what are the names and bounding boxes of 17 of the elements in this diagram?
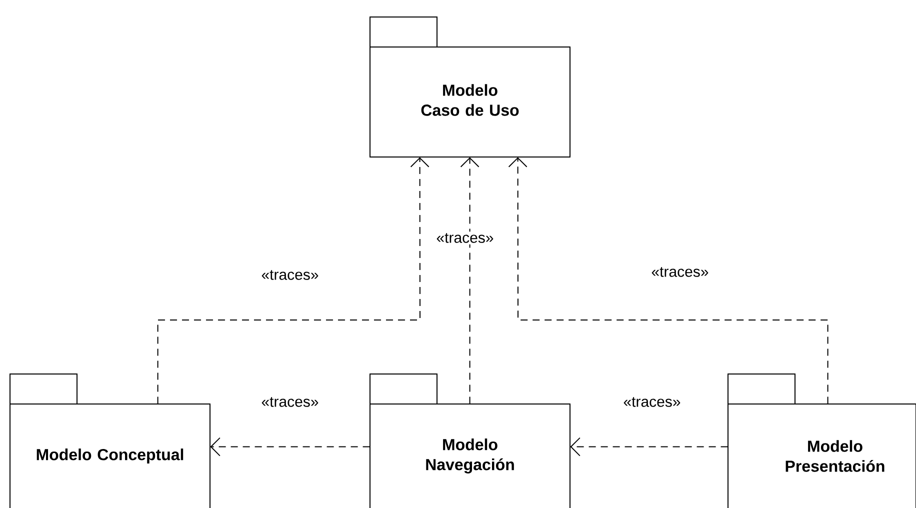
edge-label: «traces» [650, 266, 710, 278]
node-label: Modelo Presentación [786, 440, 884, 472]
dependency-arrow [157, 157, 430, 404]
edge-label: «traces» [260, 396, 320, 408]
dependency-arrow [570, 437, 728, 456]
edge-label: «traces» [622, 396, 682, 408]
dependency-arrow [508, 157, 828, 404]
dependency-arrow [210, 437, 370, 456]
node-label: Modelo Conceptual [36, 448, 184, 464]
package: Modelo Caso de Uso [370, 16, 570, 158]
dependency-arrow [460, 157, 480, 404]
package: Modelo Presentación [728, 374, 916, 508]
package: Modelo Conceptual [10, 374, 210, 508]
edge-label: «traces» [260, 268, 320, 282]
node-label: Modelo Navegación [426, 438, 514, 474]
package: Modelo Navegación [370, 374, 570, 508]
edge-label: «traces» [434, 232, 496, 244]
